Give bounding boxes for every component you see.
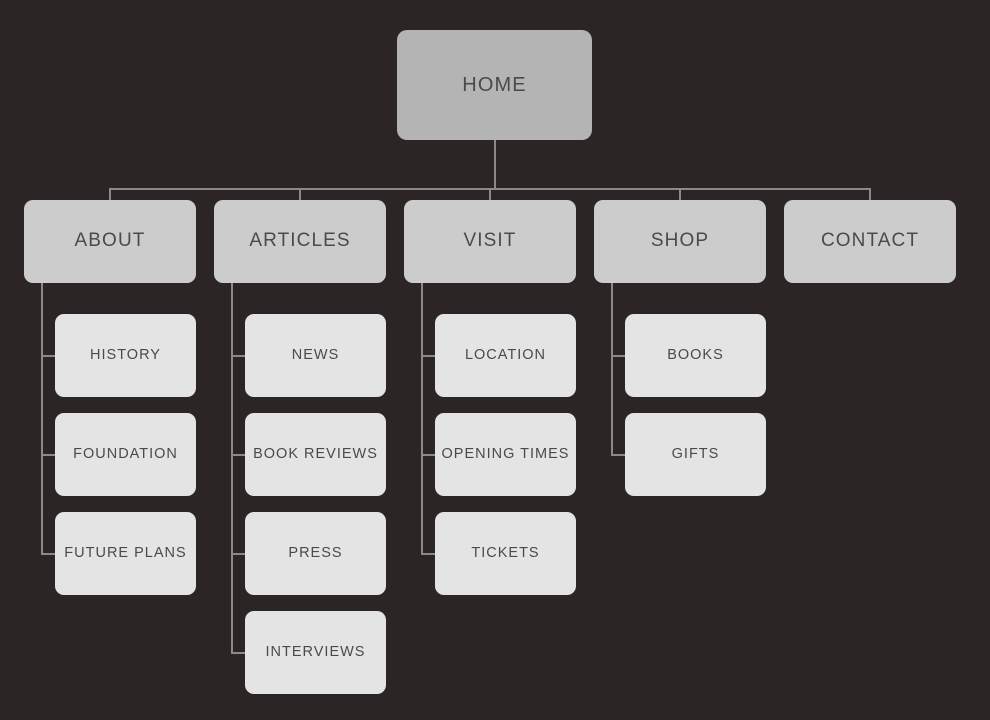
sitemap-node-label: HOME (462, 74, 527, 96)
connector-line-horizontal (231, 552, 245, 555)
connector-line-horizontal (421, 354, 435, 357)
connector-line-horizontal (421, 552, 435, 555)
connector-line-vertical (299, 188, 301, 200)
sitemap-node-book-reviews[interactable]: BOOK REVIEWS (245, 413, 386, 496)
connector-line-horizontal (231, 453, 245, 456)
sitemap-node-label: OPENING TIMES (441, 445, 570, 462)
connector-line-horizontal (421, 453, 435, 456)
connector-line-vertical (493, 140, 496, 188)
sitemap-node-opening-times[interactable]: OPENING TIMES (435, 413, 576, 496)
connector-line-horizontal (231, 354, 245, 357)
sitemap-node-location[interactable]: LOCATION (435, 314, 576, 397)
connector-line-vertical (421, 283, 423, 554)
connector-line-vertical (41, 283, 43, 554)
sitemap-node-label: ARTICLES (249, 230, 351, 252)
connector-line-vertical (611, 283, 613, 455)
sitemap-node-label: ABOUT (74, 230, 146, 252)
sitemap-node-label: TICKETS (471, 544, 540, 561)
sitemap-node-label: INTERVIEWS (265, 643, 366, 660)
sitemap-node-books[interactable]: BOOKS (625, 314, 766, 397)
connector-line-vertical (679, 188, 681, 200)
connector-line-horizontal (41, 453, 55, 456)
sitemap-node-future-plans[interactable]: FUTURE PLANS (55, 512, 196, 595)
sitemap-node-label: PRESS (288, 544, 343, 561)
sitemap-node-interviews[interactable]: INTERVIEWS (245, 611, 386, 694)
sitemap-node-news[interactable]: NEWS (245, 314, 386, 397)
connector-line-horizontal (611, 453, 625, 456)
sitemap-node-label: LOCATION (464, 346, 547, 363)
connector-line-horizontal (41, 354, 55, 357)
connector-line-vertical (869, 188, 871, 200)
sitemap-node-label: FUTURE PLANS (64, 544, 187, 561)
sitemap-node-label: VISIT (463, 230, 517, 252)
sitemap-node-shop[interactable]: SHOP (594, 200, 766, 283)
sitemap-node-label: BOOK REVIEWS (253, 445, 378, 462)
connector-line-vertical (109, 188, 111, 200)
sitemap-node-label: FOUNDATION (73, 445, 178, 462)
connector-line-horizontal (41, 552, 55, 555)
connector-line-vertical (489, 188, 491, 200)
sitemap-node-label: SHOP (650, 230, 710, 252)
sitemap-node-home[interactable]: HOME (397, 30, 592, 140)
sitemap-node-label: CONTACT (820, 230, 920, 252)
sitemap-node-press[interactable]: PRESS (245, 512, 386, 595)
sitemap-node-label: GIFTS (671, 445, 720, 462)
sitemap-node-label: HISTORY (90, 346, 161, 363)
sitemap-node-gifts[interactable]: GIFTS (625, 413, 766, 496)
connector-line-vertical (231, 283, 233, 653)
sitemap-node-history[interactable]: HISTORY (55, 314, 196, 397)
sitemap-node-label: BOOKS (667, 346, 724, 363)
sitemap-node-articles[interactable]: ARTICLES (214, 200, 386, 283)
sitemap-node-about[interactable]: ABOUT (24, 200, 196, 283)
connector-line-horizontal (231, 651, 245, 654)
sitemap-node-tickets[interactable]: TICKETS (435, 512, 576, 595)
connector-line-horizontal (611, 354, 625, 357)
sitemap-node-contact[interactable]: CONTACT (784, 200, 956, 283)
sitemap-node-label: NEWS (291, 346, 340, 363)
sitemap-node-visit[interactable]: VISIT (404, 200, 576, 283)
sitemap-node-foundation[interactable]: FOUNDATION (55, 413, 196, 496)
